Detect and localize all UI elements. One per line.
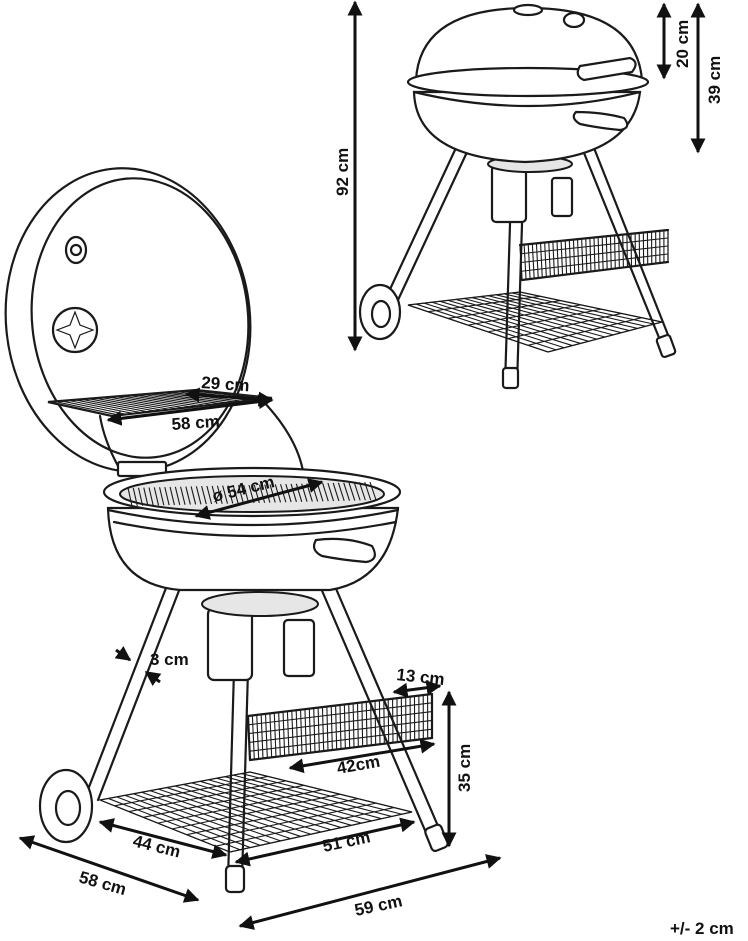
grate-width-arrow (106, 394, 274, 426)
basket-depth-arrow (392, 680, 442, 698)
leg-thickness-arrow-a (114, 646, 132, 662)
grate-depth-label: 29 cm (201, 373, 250, 395)
tolerance-label: +/- 2 cm (670, 919, 734, 938)
total-height-label: 92 cm (333, 148, 352, 196)
shelf-width-label: 51 cm (321, 827, 372, 856)
basket-depth-label: 13 cm (396, 665, 446, 689)
overall-depth-arrow (18, 835, 200, 903)
leg-thickness-arrow-b (144, 670, 162, 686)
vent-icon (55, 310, 95, 350)
basket-width-arrow (288, 738, 436, 774)
leg-thickness-label: 3 cm (150, 650, 189, 669)
closed-grill-illustration (358, 3, 677, 390)
shelf-depth-label: 44 cm (131, 831, 182, 861)
grill-diameter-arrow (194, 478, 324, 520)
open-grill-illustration (4, 167, 449, 894)
dimension-lines (18, 0, 706, 930)
grate-width-label: 58 cm (171, 412, 220, 434)
basket-height-label: 35 cm (455, 744, 474, 792)
overall-width-arrow (238, 854, 502, 930)
bowl-height-label: 39 cm (705, 56, 724, 104)
basket-width-label: 42cm (335, 752, 381, 778)
lid-height-label: 20 cm (673, 20, 692, 68)
